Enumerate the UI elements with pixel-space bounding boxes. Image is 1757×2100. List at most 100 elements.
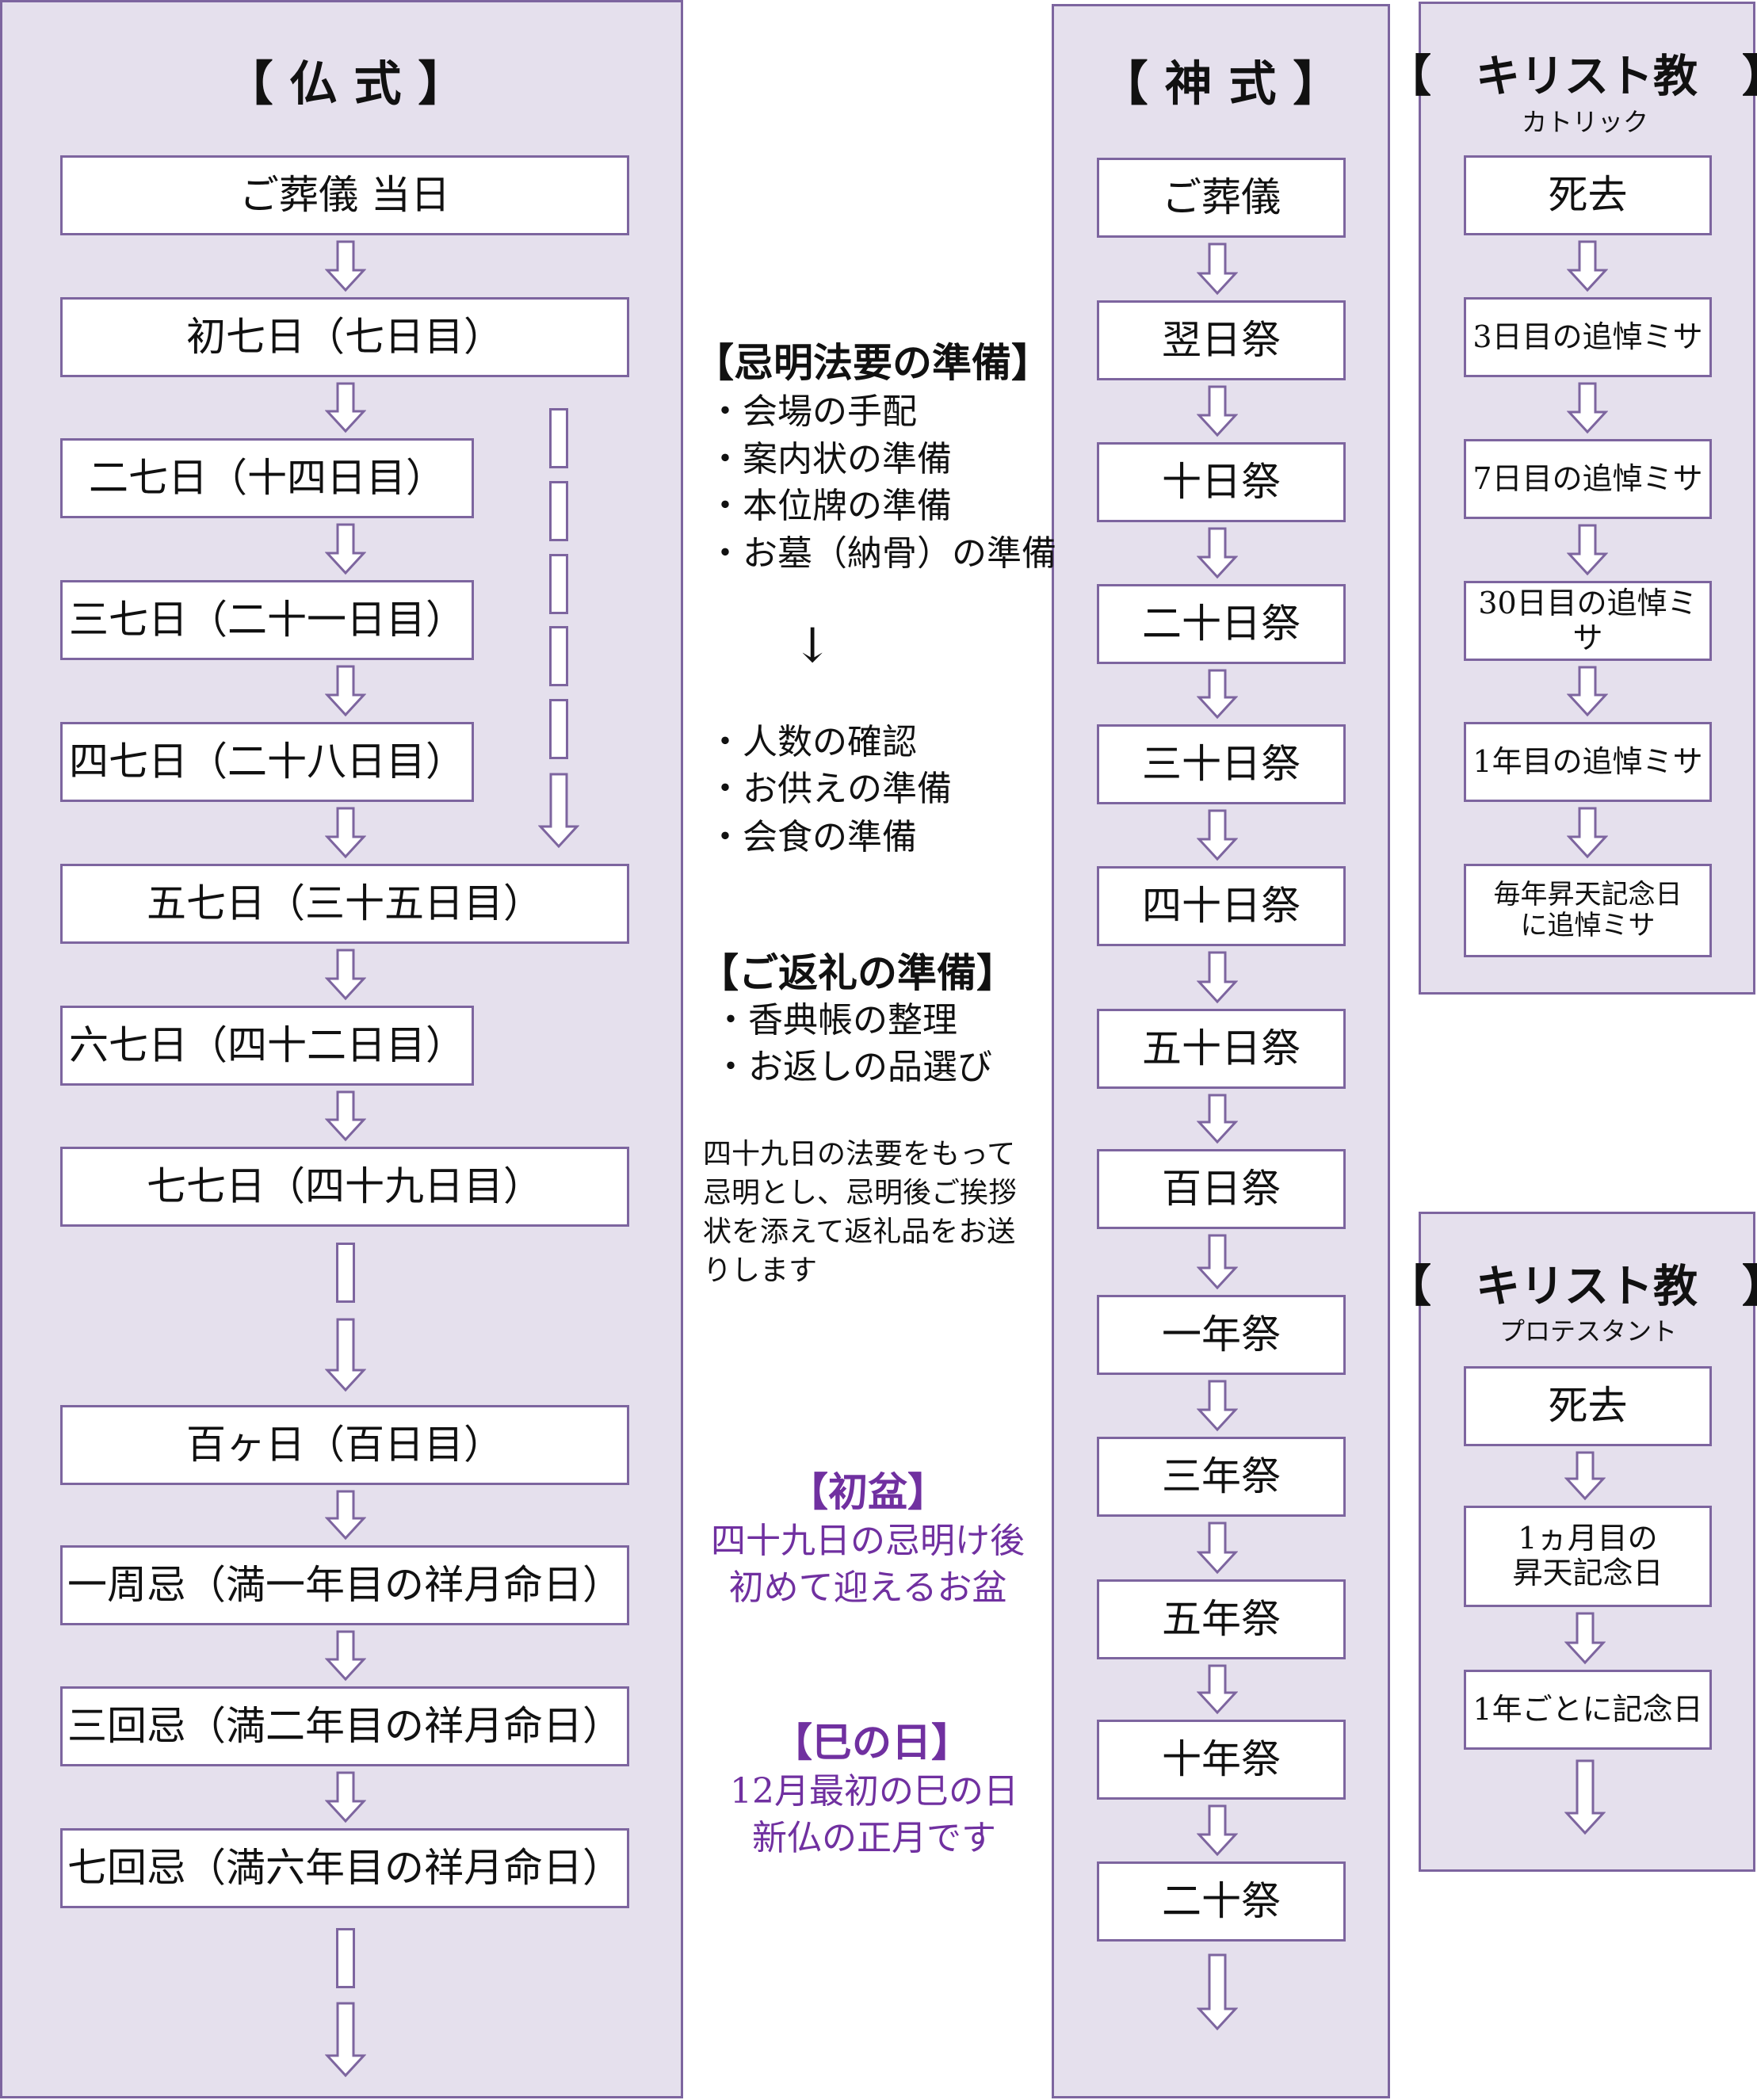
dashed-arrow-segment [549,408,568,468]
down-arrow-icon [1564,1612,1606,1665]
down-arrow-icon [325,1490,366,1541]
dashed-down-arrow-icon [538,773,579,849]
down-arrow-icon [1564,1451,1606,1501]
catholic-step-box: 死去 [1464,155,1712,235]
buddhist-step-box: 初七日（七日目） [60,297,629,377]
long-down-arrow-icon [325,2002,366,2078]
return-item: ・お返しの品選び [713,1047,992,1087]
prep-item2: ・会食の準備 [708,817,917,857]
prep-item: ・案内状の準備 [708,439,952,479]
hatsubon-heading: 【初盆】 [789,1468,947,1515]
catholic-step-box: 1年目の追悼ミサ [1464,722,1712,802]
down-arrow-icon [1197,385,1238,437]
prep-item2: ・お供えの準備 [708,769,952,809]
shinto-step-box: 五年祭 [1097,1579,1346,1659]
down-arrow-icon [1197,951,1238,1004]
shinto-step-box: 二十日祭 [1097,584,1346,664]
long-down-arrow-icon [1564,1759,1606,1835]
catholic-step-box: 3日目の追悼ミサ [1464,297,1712,377]
down-arrow-icon [1197,242,1238,296]
down-arrow-icon: ↓ [793,618,833,674]
hatsubon-line: 初めて迎えるお盆 [728,1567,1007,1608]
minohi-line: 12月最初の巳の日 [730,1771,1018,1812]
shinto-step-box: 五十日祭 [1097,1009,1346,1089]
prep-item: ・会場の手配 [708,391,917,432]
down-arrow-icon [1567,524,1608,576]
return-paragraph: 四十九日の法要をもって忌明とし、忌明後ご挨拶状を添えて返礼品をお送りします [703,1138,1018,1287]
down-arrow-icon [325,665,366,717]
minohi-heading: 【巳の日】 [773,1719,971,1766]
dashed-arrow-segment [549,481,568,541]
long-down-arrow-icon [325,1318,366,1392]
down-arrow-icon [1567,382,1608,434]
prep-item: ・本位牌の準備 [708,486,952,526]
buddhist-step-box: 七回忌（満六年目の祥月命日） [60,1828,629,1908]
down-arrow-icon [325,1090,366,1142]
shinto-step-box: 翌日祭 [1097,300,1346,380]
protestant-step-box: 死去 [1464,1366,1712,1446]
shinto-step-box: 一年祭 [1097,1295,1346,1375]
buddhist-step-box: 三回忌（満二年目の祥月命日） [60,1686,629,1766]
down-arrow-icon [325,1630,366,1682]
down-arrow-icon [1197,1234,1238,1290]
shinto-step-box: 百日祭 [1097,1149,1346,1229]
return-heading: 【ご返礼の準備】 [699,949,1016,996]
shinto-step-box: 十日祭 [1097,442,1346,522]
buddhist-step-box: 六七日（四十二日目） [60,1006,474,1086]
shinto-step-box: 四十日祭 [1097,866,1346,946]
down-arrow-icon [1197,669,1238,720]
down-arrow-icon [1197,1804,1238,1857]
buddhist-step-box: 三七日（二十一日目） [60,580,474,660]
shinto-step-box: ご葬儀 [1097,158,1346,238]
buddhist-step-box: 五七日（三十五日目） [60,864,629,944]
prep-item: ・お墓（納骨）の準備 [708,533,1056,574]
down-arrow-icon [325,949,366,1001]
shinto-step-box: 三年祭 [1097,1437,1346,1517]
down-arrow-icon [1197,1380,1238,1432]
protestant-step-box: 1ヵ月目の 昇天記念日 [1464,1506,1712,1607]
buddhist-step-box: 百ヶ日（百日目） [60,1405,629,1485]
down-arrow-icon [1197,1094,1238,1144]
dashed-arrow-segment [549,626,568,686]
catholic-title: 【 キリスト教 】 [1387,50,1757,103]
buddhist-step-box: ご葬儀 当日 [60,155,629,235]
long-arrow-shaft [336,1243,355,1303]
long-down-arrow-icon [1197,1953,1238,2031]
catholic-step-box: 7日目の追悼ミサ [1464,439,1712,519]
catholic-step-box: 毎年昇天記念日 に追悼ミサ [1464,864,1712,957]
down-arrow-icon [1197,1522,1238,1575]
buddhist-step-box: 一周忌（満一年目の祥月命日） [60,1545,629,1625]
down-arrow-icon [1567,240,1608,292]
hatsubon-line: 四十九日の忌明け後 [711,1521,1025,1561]
buddhist-step-box: 七七日（四十九日目） [60,1147,629,1227]
down-arrow-icon [1197,527,1238,579]
down-arrow-icon [1197,809,1238,861]
minohi-line: 新仏の正月です [752,1818,996,1858]
catholic-subtitle: カトリック [1521,107,1649,137]
down-arrow-icon [1567,807,1608,859]
prep-heading: 【忌明法要の準備】 [694,339,1051,386]
down-arrow-icon [325,240,366,292]
long-arrow-shaft [336,1928,355,1988]
shinto-step-box: 十年祭 [1097,1720,1346,1800]
down-arrow-icon [325,807,366,859]
return-item: ・香典帳の整理 [713,1000,957,1040]
dashed-arrow-segment [549,554,568,614]
shinto-title: 【 神 式 】 [1100,56,1341,113]
down-arrow-icon [325,1771,366,1823]
down-arrow-icon [325,382,366,433]
buddhist-title: 【 仏 式 】 [225,56,466,113]
down-arrow-icon [1197,1664,1238,1715]
buddhist-step-box: 二七日（十四日目） [60,438,474,518]
down-arrow-icon [1567,666,1608,717]
protestant-subtitle: プロテスタント [1499,1316,1678,1346]
shinto-step-box: 三十日祭 [1097,724,1346,804]
dashed-arrow-segment [549,699,568,759]
protestant-step-box: 1年ごとに記念日 [1464,1670,1712,1750]
shinto-step-box: 二十祭 [1097,1861,1346,1942]
down-arrow-icon [325,523,366,575]
protestant-title: 【 キリスト教 】 [1387,1260,1757,1313]
catholic-step-box: 30日目の追悼ミサ [1464,581,1712,661]
buddhist-step-box: 四七日（二十八日目） [60,722,474,802]
